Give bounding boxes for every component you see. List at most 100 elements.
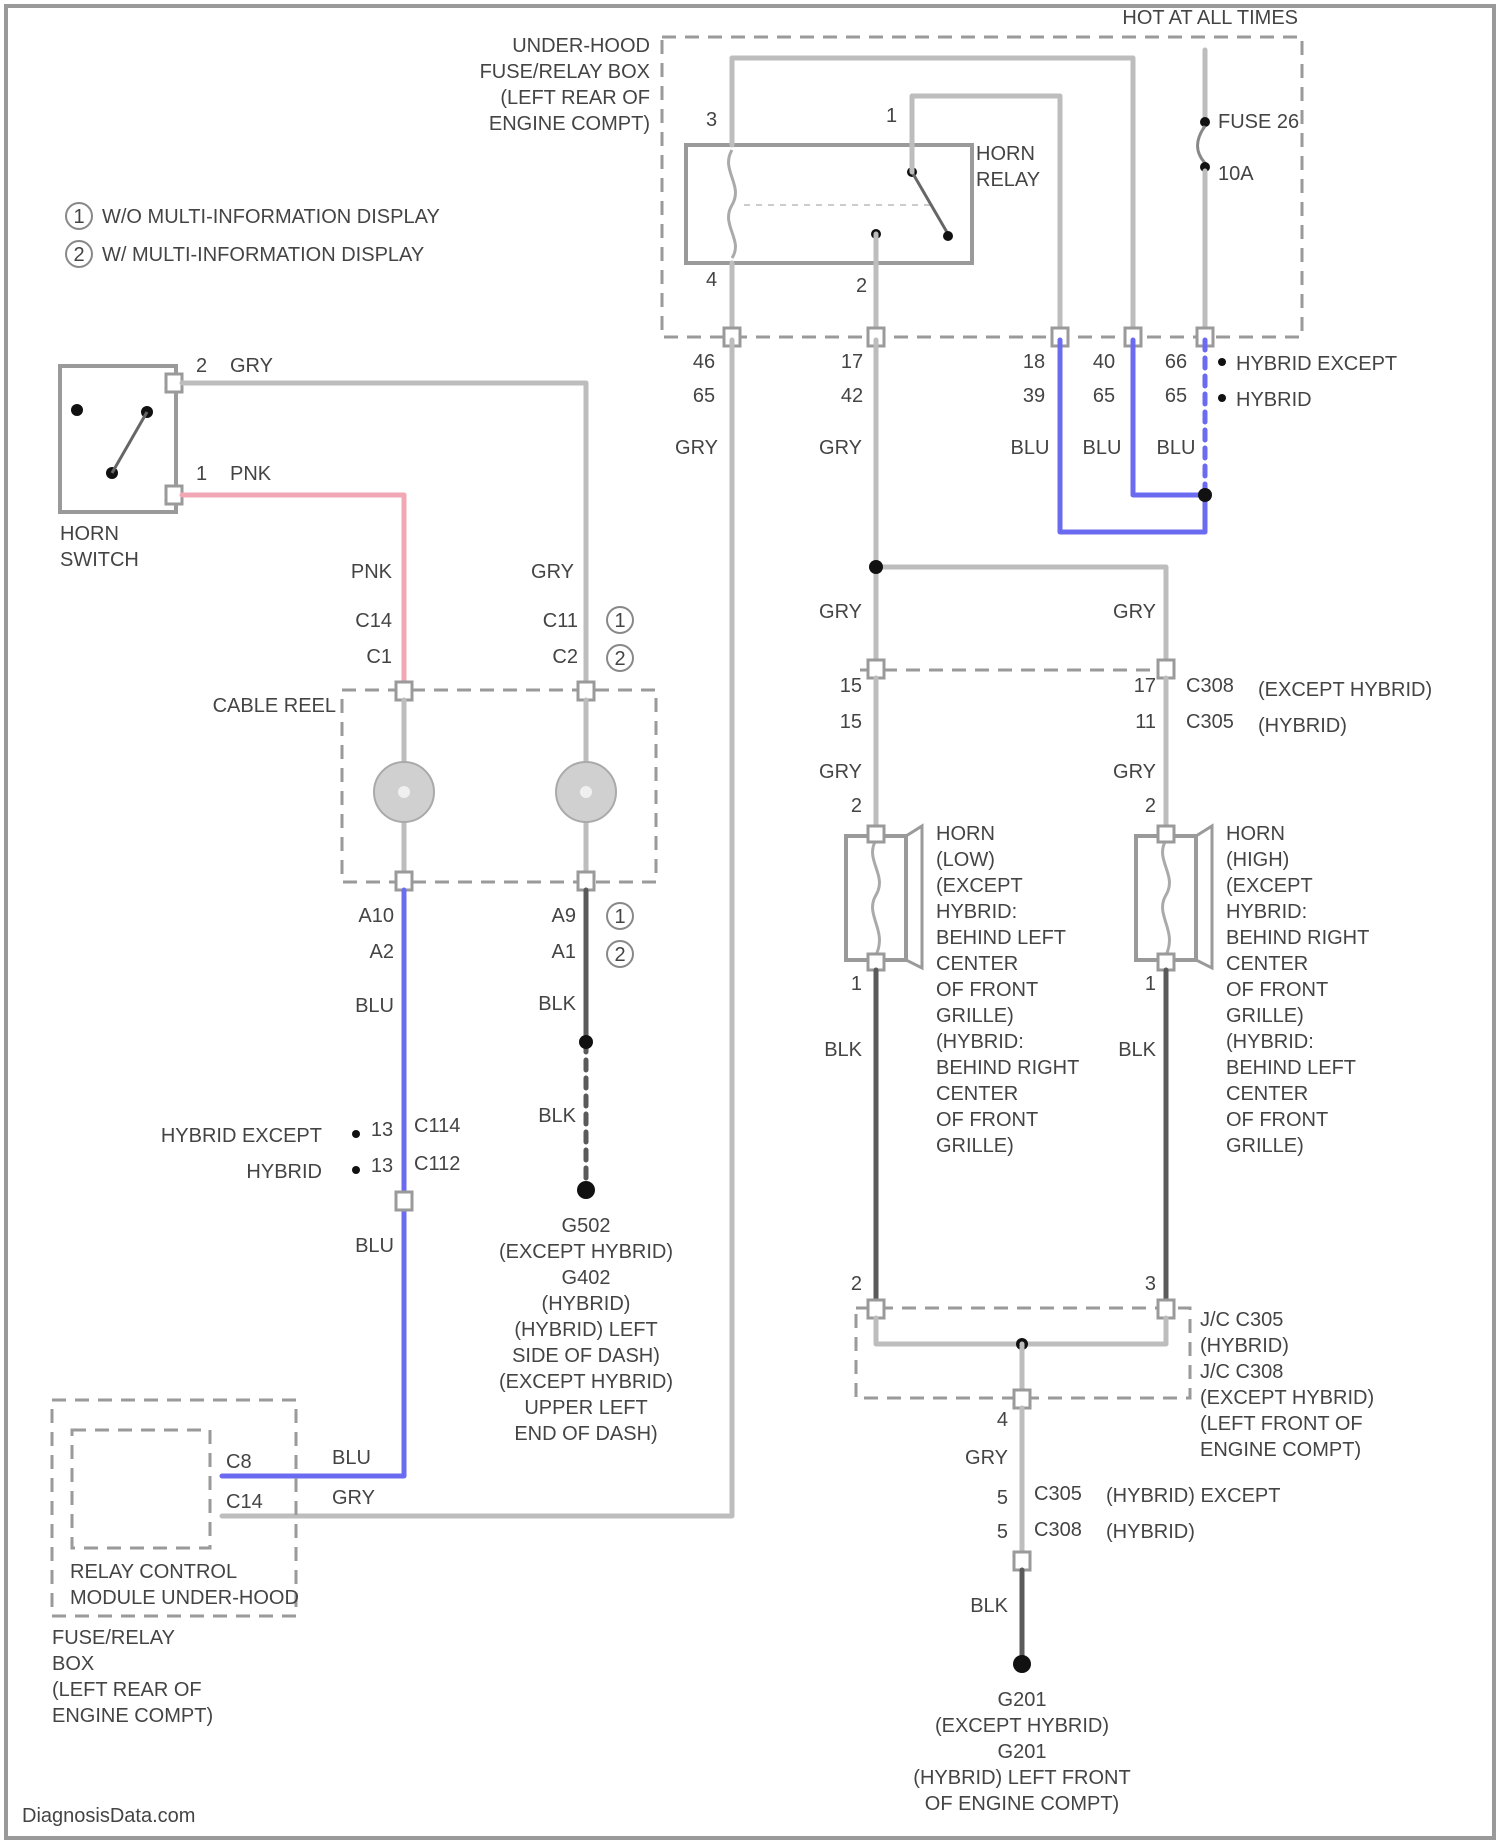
wire-gry-horn-low: GRY [819, 761, 862, 783]
reel-pin-a10: A10 [358, 905, 394, 927]
fusebox-label-3: (LEFT REAR OF [500, 87, 650, 109]
pin-46: 46 [693, 351, 715, 373]
c305-line2: C305 [1186, 711, 1234, 733]
module-wire-blu: BLU [332, 1447, 371, 1469]
pin-40: 40 [1093, 351, 1115, 373]
horn-high-label-6: CENTER [1226, 953, 1308, 975]
ground-left-1: G502 [562, 1215, 611, 1237]
horn-high-label-2: (HIGH) [1226, 849, 1289, 871]
jc-pin-4: 4 [997, 1409, 1008, 1431]
ground-left-5: (HYBRID) LEFT [514, 1319, 657, 1341]
jc-label-2: (HYBRID) [1200, 1335, 1289, 1357]
pin-42: 42 [841, 385, 863, 407]
horn-relay-label-2: RELAY [976, 169, 1040, 191]
wire-blu-66: BLU [1157, 437, 1196, 459]
ground-right-4: (HYBRID) LEFT FRONT [913, 1767, 1130, 1789]
reel-pin-c1: C1 [366, 646, 392, 668]
left-conn-c112: C112 [414, 1153, 460, 1175]
module-pin-c14: C14 [226, 1491, 263, 1513]
c305-line2-note: (HYBRID) [1258, 715, 1347, 737]
reel-pin-a2: A2 [370, 941, 394, 963]
module-wire-gry: GRY [332, 1487, 375, 1509]
horn-low-label-1: HORN [936, 823, 995, 845]
horn-low-pin-1: 1 [851, 973, 862, 995]
reel-mark-a1: 2 [614, 944, 625, 966]
horn-high-label-7: OF FRONT [1226, 979, 1328, 1001]
wire-blk-lower: BLK [538, 1105, 576, 1127]
pin-17: 17 [841, 351, 863, 373]
wire-blk-horn-low: BLK [824, 1039, 862, 1061]
c305-right-pin-1: 17 [1134, 675, 1156, 697]
horn-high-pin-1: 1 [1145, 973, 1156, 995]
relay-pin-1: 1 [886, 105, 897, 127]
left-conn-pin-1: 13 [371, 1119, 393, 1141]
relay-pin-3: 3 [706, 109, 717, 131]
horn-switch: HORN SWITCH 2 GRY 1 PNK [60, 355, 273, 571]
module-label-5: (LEFT REAR OF [52, 1679, 202, 1701]
wire-gry-17: GRY [819, 437, 862, 459]
wire-gry-46-label: GRY [675, 437, 718, 459]
reel-pin-a9: A9 [552, 905, 576, 927]
horn-switch-pin-2: 2 [196, 355, 207, 377]
left-tag-hybrid: HYBRID [246, 1161, 322, 1183]
ground-left-3: G402 [562, 1267, 611, 1289]
pin-65a: 65 [693, 385, 715, 407]
reel-pin-a1: A1 [552, 941, 576, 963]
fuse-rating: 10A [1218, 163, 1254, 185]
horn-high-label-9: (HYBRID: [1226, 1031, 1314, 1053]
jc-label-1: J/C C305 [1200, 1309, 1283, 1331]
module-label-4: BOX [52, 1653, 94, 1675]
wire-blk-reel: BLK [538, 993, 576, 1015]
ground-left-6: SIDE OF DASH) [512, 1345, 660, 1367]
ground-left-4: (HYBRID) [542, 1293, 631, 1315]
ground-left-7: (EXCEPT HYBRID) [499, 1371, 673, 1393]
jc-label-4: (EXCEPT HYBRID) [1200, 1387, 1374, 1409]
horn-low-label-9: (HYBRID: [936, 1031, 1024, 1053]
pin-65b: 65 [1093, 385, 1115, 407]
wire-gry-horn-high: GRY [1113, 761, 1156, 783]
fusebox-label-2: FUSE/RELAY BOX [480, 61, 650, 83]
reel-mark-a9: 1 [614, 906, 625, 928]
jc-pin-3: 3 [1145, 1273, 1156, 1295]
wire-blu-18: BLU [1011, 437, 1050, 459]
left-tag-except: HYBRID EXCEPT [161, 1125, 322, 1147]
horn-low-label-5: BEHIND LEFT [936, 927, 1066, 949]
reel-mark-c2: 2 [614, 648, 625, 670]
c305b-n2: (HYBRID) [1106, 1521, 1195, 1543]
wire-blu-reel: BLU [355, 995, 394, 1017]
module-label-2: MODULE UNDER-HOOD [70, 1587, 299, 1609]
horn-high-label-12: OF FRONT [1226, 1109, 1328, 1131]
legend-mark-1: 1 [73, 206, 84, 228]
horn-high-label-11: CENTER [1226, 1083, 1308, 1105]
pin-66: 66 [1165, 351, 1187, 373]
wire-gry-jc: GRY [965, 1447, 1008, 1469]
horn-low-label-11: CENTER [936, 1083, 1018, 1105]
left-blu-branch: BLU HYBRID EXCEPT HYBRID 13 13 C114 C112… [161, 890, 460, 1476]
fuse-name: FUSE 26 [1218, 111, 1299, 133]
ground-right-3: G201 [998, 1741, 1047, 1763]
horn-low: 2 1 HORN (LOW) (EXCEPT HYBRID: BEHIND LE… [846, 795, 1079, 1157]
horn-high-label-8: GRILLE) [1226, 1005, 1304, 1027]
ground-left-8: UPPER LEFT [524, 1397, 647, 1419]
horn-high-label-4: HYBRID: [1226, 901, 1307, 923]
ground-left-2: (EXCEPT HYBRID) [499, 1241, 673, 1263]
relay-control-module: C8 C14 BLU GRY RELAY CONTROL MODULE UNDE… [52, 1400, 375, 1727]
horn-switch-pin-1: 1 [196, 463, 207, 485]
jc-pin-2: 2 [851, 1273, 862, 1295]
legend-mark-2: 2 [73, 244, 84, 266]
ground-right-1: G201 [998, 1689, 1047, 1711]
wire-blu-lower: BLU [355, 1235, 394, 1257]
wire-blk-horn-high: BLK [1118, 1039, 1156, 1061]
left-conn-pin-2: 13 [371, 1155, 393, 1177]
horn-low-pin-2: 2 [851, 795, 862, 817]
footer-watermark: DiagnosisData.com [22, 1805, 195, 1827]
tag-hybrid-except: HYBRID EXCEPT [1236, 353, 1397, 375]
left-ground: BLK BLK G502 (EXCEPT HYBRID) G402 (HYBRI… [499, 890, 673, 1445]
cable-reel-label: CABLE REEL [213, 695, 336, 717]
fusebox-connector-pins: 46 65 17 42 18 39 40 65 66 65 HYBRID EXC… [693, 351, 1397, 411]
horn-low-label-7: OF FRONT [936, 979, 1038, 1001]
reel-pin-c14: C14 [355, 610, 392, 632]
c305-line1: C308 [1186, 675, 1234, 697]
horn-low-label-8: GRILLE) [936, 1005, 1014, 1027]
module-label-6: ENGINE COMPT) [52, 1705, 213, 1727]
